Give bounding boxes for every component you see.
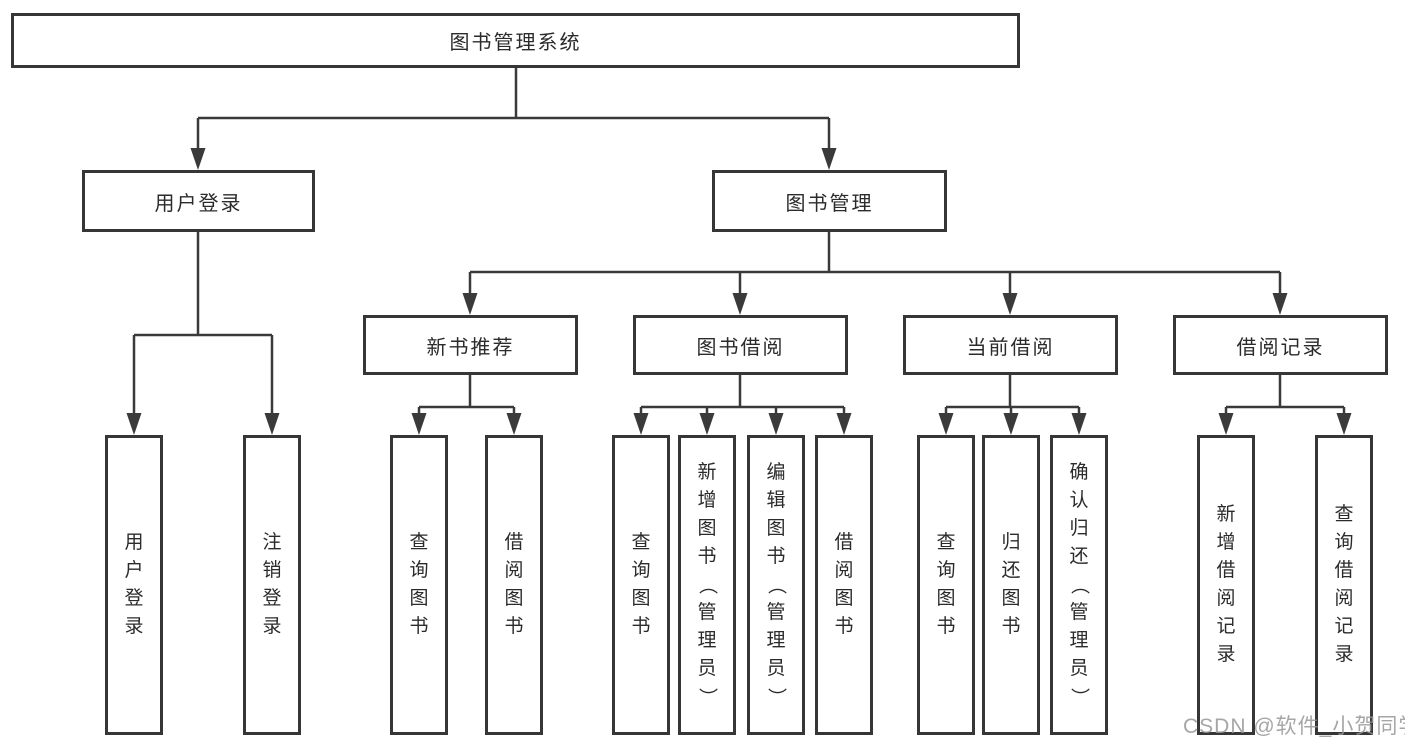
node-label: 查询图书 [936,532,956,637]
node-label: 注销登录 [262,532,282,637]
node-record-query: 查询借阅记录 [1315,435,1373,735]
node-new-book-rec: 新书推荐 [363,315,578,375]
node-current-query: 查询图书 [917,435,975,735]
node-borrow-record: 借阅记录 [1173,315,1388,375]
node-label: 借阅记录 [1236,336,1325,359]
csdn-watermark: CSDN @软件_小贺同学 [1183,715,1405,738]
node-label: 编辑图书（管理员） [765,462,787,707]
node-current-return: 归还图书 [982,435,1040,735]
node-borrow-add: 新增图书（管理员） [678,435,736,735]
node-borrow-query: 查询图书 [612,435,670,735]
node-label: 图书管理 [785,192,874,215]
node-leaf-logout: 注销登录 [243,435,301,735]
node-label: 归还图书 [1001,532,1021,637]
node-label: 新书推荐 [426,336,515,359]
node-book-mgmt: 图书管理 [712,170,947,232]
node-label: 查询借阅记录 [1334,504,1354,665]
node-label: 图书管理系统 [449,32,582,54]
node-label: 新增图书（管理员） [696,462,718,707]
node-user-login: 用户登录 [82,170,315,232]
node-borrow-borrow: 借阅图书 [815,435,873,735]
node-label: 借阅图书 [834,532,854,637]
node-label: 用户登录 [154,192,243,215]
node-leaf-user-login: 用户登录 [105,435,163,735]
node-record-add: 新增借阅记录 [1197,435,1255,735]
node-label: 确认归还（管理员） [1068,462,1090,707]
node-label: 查询图书 [631,532,651,637]
node-label: 借阅图书 [504,532,524,637]
node-newbook-borrow: 借阅图书 [485,435,543,735]
node-borrow-edit: 编辑图书（管理员） [747,435,805,735]
node-book-borrow: 图书借阅 [633,315,848,375]
node-current-confirm: 确认归还（管理员） [1050,435,1108,735]
node-label: 用户登录 [124,532,144,637]
node-newbook-query: 查询图书 [390,435,448,735]
node-label: 查询图书 [409,532,429,637]
node-label: 新增借阅记录 [1216,504,1236,665]
node-root: 图书管理系统 [11,13,1020,68]
node-label: 当前借阅 [966,336,1055,359]
node-current-borrow: 当前借阅 [903,315,1118,375]
node-label: 图书借阅 [696,336,785,359]
